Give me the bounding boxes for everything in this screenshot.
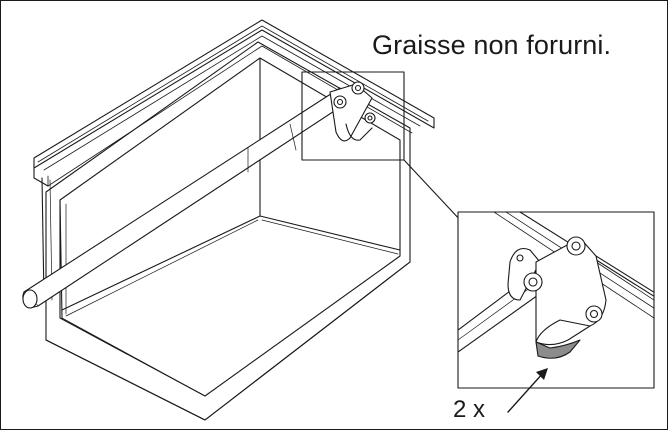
quantity-label: 2 x xyxy=(453,396,486,423)
grease-note: Graisse non forurni. xyxy=(372,30,612,60)
grease-point xyxy=(535,339,581,359)
bin-body xyxy=(45,41,411,421)
bin-inner-floor xyxy=(61,215,401,311)
detail-callout-box xyxy=(301,71,405,161)
bin-bottom-edges xyxy=(45,261,411,421)
detail-view xyxy=(457,211,655,389)
callout-leader-line xyxy=(403,159,463,223)
hinge-small xyxy=(329,81,376,142)
quantity-arrow xyxy=(507,368,548,413)
